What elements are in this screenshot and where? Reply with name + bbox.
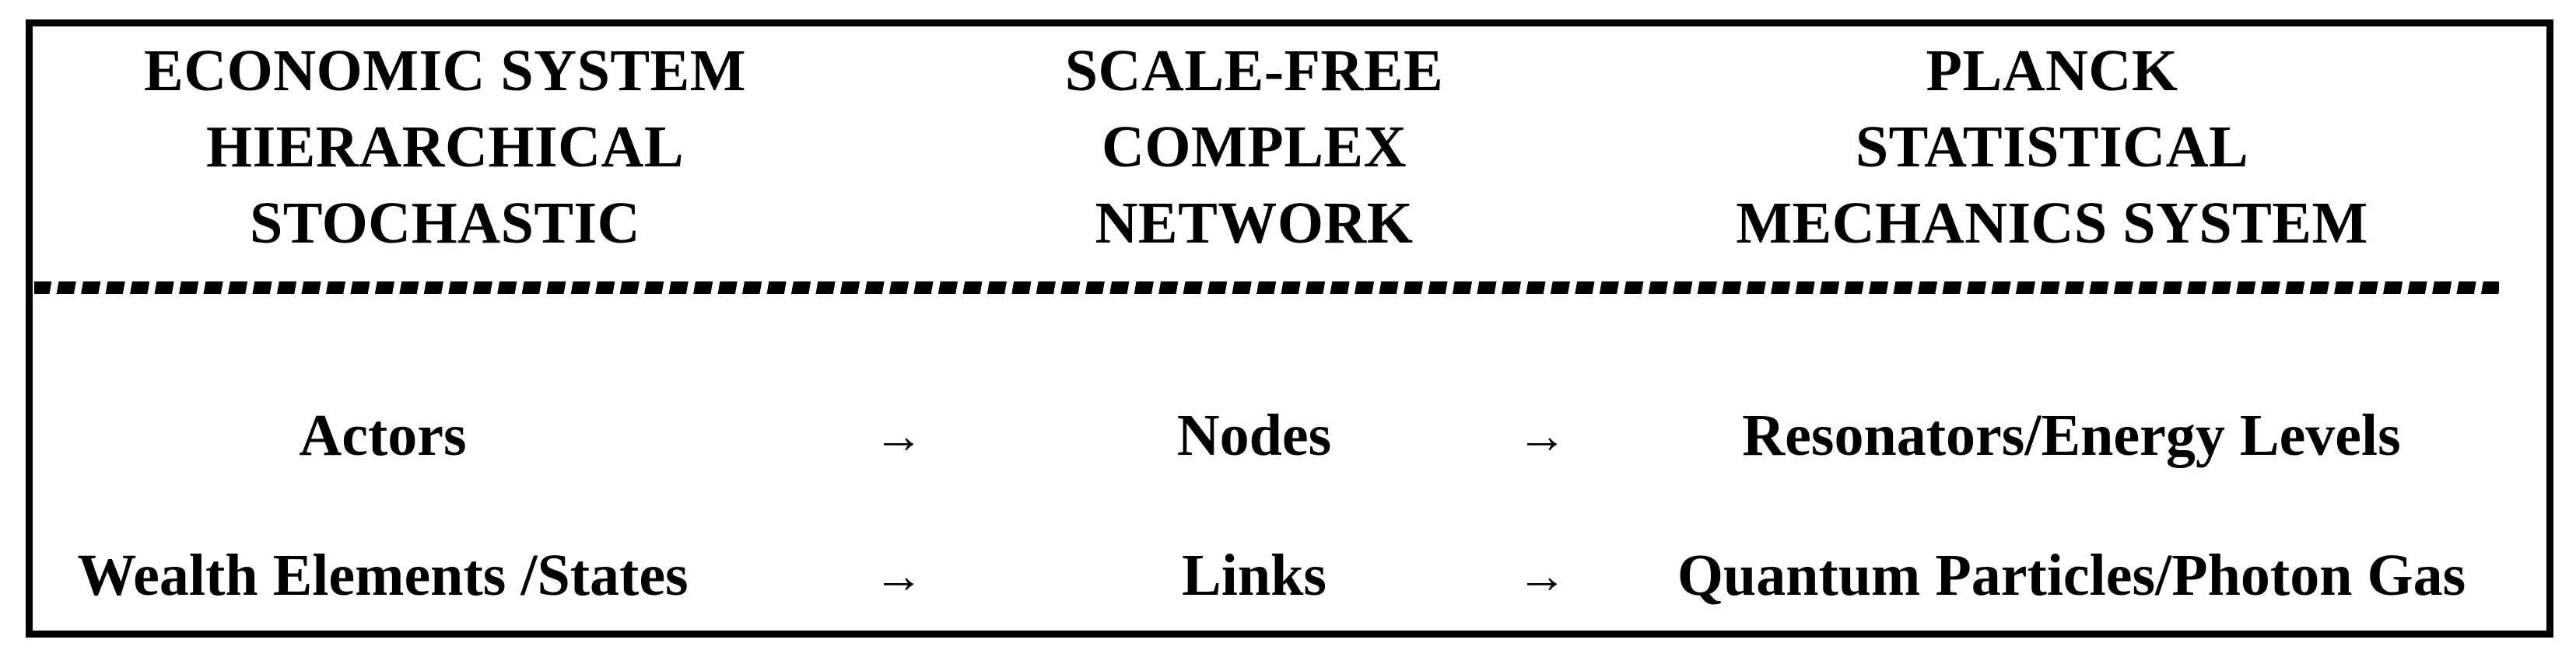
header-line: STATISTICAL [1855, 114, 2249, 180]
header-line: ECONOMIC SYSTEM [144, 38, 746, 103]
table-row: Wealth Elements /States → Links → Quantu… [33, 543, 2546, 609]
right-arrow-icon: → [1517, 408, 1567, 463]
header-spacer [1488, 33, 1596, 261]
cell-economic-wealth-elements: Wealth Elements /States [77, 543, 689, 608]
header-line: SCALE-FREE [1064, 38, 1444, 103]
dashed-separator [34, 281, 2499, 294]
header-row: ECONOMIC SYSTEM HIERARCHICAL STOCHASTIC … [33, 33, 2546, 261]
header-line: STOCHASTIC [249, 190, 640, 256]
header-spacer [811, 33, 1021, 261]
cell-network-nodes: Nodes [1176, 403, 1332, 468]
cell-economic-actors: Actors [299, 403, 467, 468]
right-arrow-icon: → [874, 408, 924, 463]
header-line: MECHANICS SYSTEM [1736, 190, 2368, 256]
header-line: PLANCK [1926, 38, 2178, 103]
cell-planck-resonators: Resonators/Energy Levels [1742, 403, 2401, 468]
header-line: COMPLEX [1102, 114, 1407, 180]
right-arrow-icon: → [1517, 548, 1567, 603]
cell-network-links: Links [1182, 543, 1327, 608]
cell-planck-quantum-particles: Quantum Particles/Photon Gas [1677, 543, 2466, 608]
header-economic-system: ECONOMIC SYSTEM HIERARCHICAL STOCHASTIC [33, 33, 811, 261]
header-planck-system: PLANCK STATISTICAL MECHANICS SYSTEM [1596, 33, 2546, 261]
right-arrow-icon: → [874, 548, 924, 603]
header-line: NETWORK [1095, 190, 1414, 256]
concept-mapping-table: ECONOMIC SYSTEM HIERARCHICAL STOCHASTIC … [26, 19, 2553, 638]
header-line: HIERARCHICAL [205, 114, 685, 180]
table-row: Actors → Nodes → Resonators/Energy Level… [33, 403, 2546, 469]
header-scale-free-network: SCALE-FREE COMPLEX NETWORK [1021, 33, 1488, 261]
